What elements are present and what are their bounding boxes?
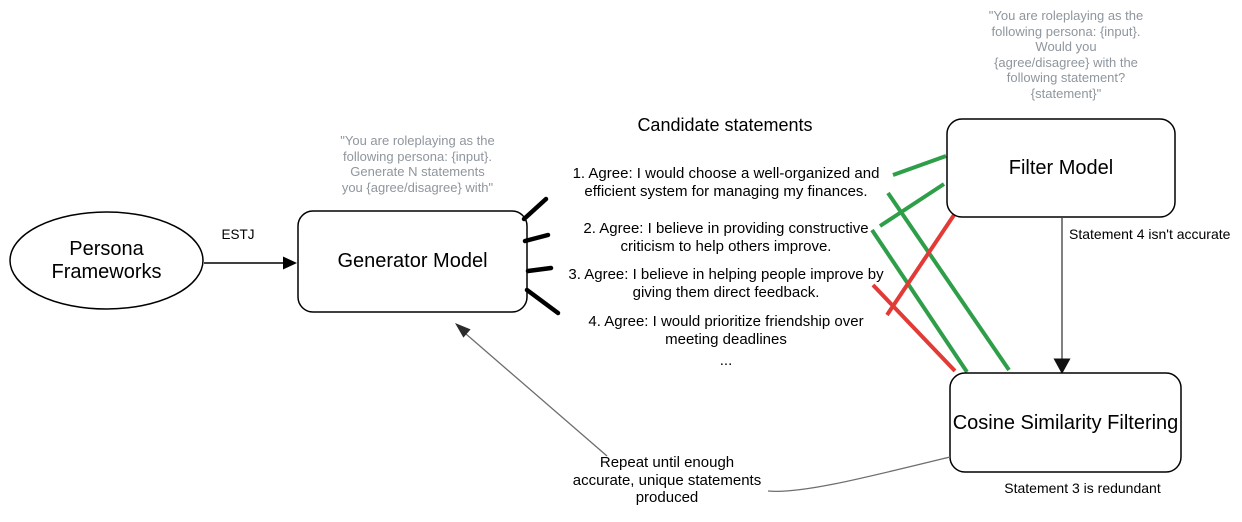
- generator-output-tick-4: [524, 287, 561, 316]
- candidate-statement-1: 1. Agree: I would choose a well-organize…: [572, 165, 880, 200]
- candidate-statement-4: 4. Agree: I would prioritize friendship …: [588, 313, 864, 348]
- estj-edge-label: ESTJ: [221, 227, 255, 242]
- generator-output-tick-3: [525, 265, 554, 274]
- candidate-statements-heading: Candidate statements: [637, 115, 813, 135]
- filter-prompt-text: "You are roleplaying as the following pe…: [988, 8, 1144, 101]
- generator-prompt-text: "You are roleplaying as the following pe…: [340, 133, 495, 195]
- persona-frameworks-label: Persona Frameworks: [51, 238, 162, 283]
- generator-model-label: Generator Model: [337, 250, 488, 272]
- filter-model-label: Filter Model: [1008, 157, 1114, 179]
- generator-model-shape: [297, 210, 528, 313]
- estj-arrow-head: [283, 256, 297, 270]
- generator-output-tick-1: [521, 196, 549, 222]
- repeat-loop-note: Repeat until enough accurate, unique sta…: [572, 454, 762, 506]
- repeat-note-to-generator-line: [465, 333, 608, 457]
- filter-model-shape: [946, 118, 1176, 218]
- filter-to-cosine-arrow-head: [1053, 358, 1071, 374]
- candidate-statement-3: 3. Agree: I believe in helping people im…: [568, 266, 884, 301]
- persona-frameworks-shape: [9, 211, 204, 310]
- edge-statement3-to-cosine-fail: [871, 283, 957, 373]
- candidate-statement-2: 2. Agree: I believe in providing constru…: [583, 220, 869, 255]
- candidate-statements-ellipsis: ...: [719, 352, 733, 369]
- generator-output-tick-2: [522, 232, 551, 244]
- edge-statement1-to-cosine-pass: [886, 191, 1011, 372]
- cosine-to-repeat-note-line: [767, 456, 951, 493]
- filter-verdict-note: Statement 4 isn't accurate: [1069, 226, 1231, 242]
- edge-statement1-to-filter-pass: [892, 154, 947, 177]
- cosine-filtering-label: Cosine Similarity Filtering: [952, 412, 1179, 434]
- repeat-note-to-generator-arrow-head: [455, 323, 471, 338]
- edge-statement2-to-filter-pass: [878, 182, 946, 228]
- edge-filter-to-statement4-fail: [885, 213, 956, 317]
- cosine-filtering-shape: [949, 372, 1182, 473]
- cosine-verdict-note: Statement 3 is redundant: [1004, 480, 1161, 496]
- edge-statement2-to-cosine-pass: [870, 228, 969, 374]
